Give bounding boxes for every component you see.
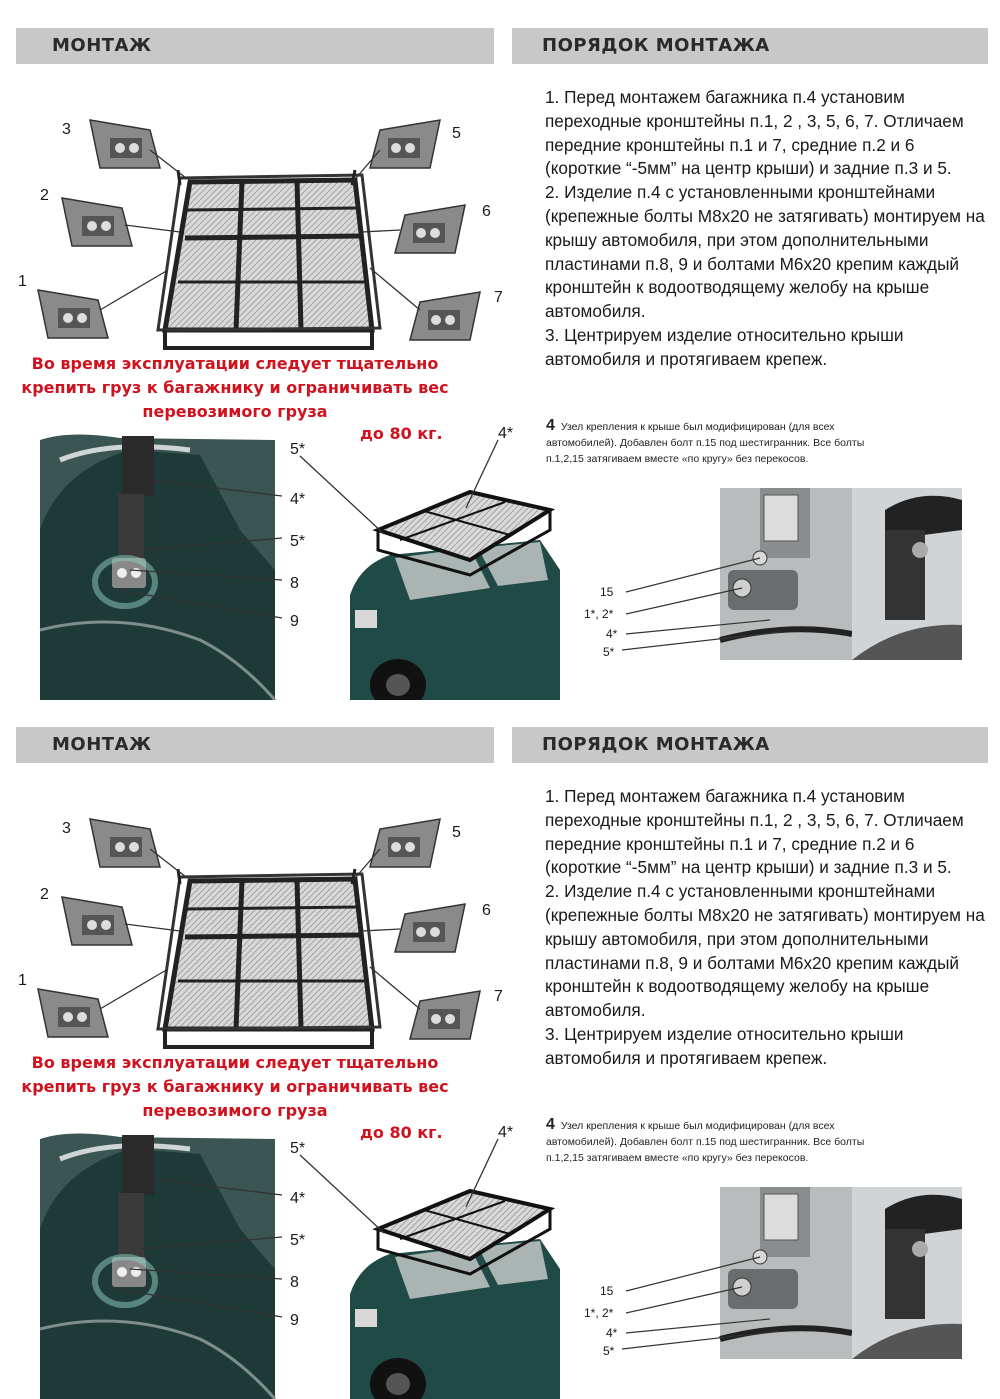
detail-leaders — [117, 1178, 283, 1318]
note-number: 4 — [546, 1116, 555, 1133]
car-label-0: 5* — [290, 441, 305, 458]
closeup-label-3: 5* — [603, 1344, 615, 1358]
detail-label-0: 4* — [290, 1190, 305, 1207]
bracket-label-2: 1 — [18, 972, 27, 989]
bracket-label-5: 7 — [494, 289, 503, 306]
mount-closeup-photo — [719, 1187, 853, 1359]
bracket-label-3: 5 — [452, 125, 461, 142]
bracket-leaders — [99, 149, 421, 311]
detail-label-3: 9 — [290, 613, 299, 630]
car-label-0: 5* — [290, 1140, 305, 1157]
mounting-steps: 1. Перед монтажем багажника п.4 установи… — [545, 86, 985, 372]
bracket-3 — [89, 119, 161, 169]
car-leaders — [299, 1138, 499, 1234]
mounting-steps: 1. Перед монтажем багажника п.4 установи… — [545, 785, 985, 1071]
header-mounting: МОНТАЖ — [16, 727, 494, 763]
instruction-panel-2: МОНТАЖ ПОРЯДОК МОНТАЖА — [0, 709, 1000, 1399]
car-leaders — [299, 439, 499, 535]
car-with-rack-photo — [350, 1188, 560, 1399]
closeup-leaders — [621, 557, 781, 651]
note-text: Узел крепления к крыше был модифицирован… — [546, 421, 865, 465]
bracket-label-4: 6 — [482, 902, 491, 919]
bracket-label-1: 2 — [40, 886, 49, 903]
mount-closeup-photo-2 — [852, 1187, 962, 1359]
header-mounting-order: ПОРЯДОК МОНТАЖА — [512, 727, 988, 763]
illustrations: 3 2 1 5 6 7 — [18, 119, 962, 700]
bracket-7 — [409, 291, 481, 341]
bracket-label-2: 1 — [18, 273, 27, 290]
bracket-detail-photo — [39, 1133, 277, 1399]
step-2: 2. Изделие п.4 с установленными кронштей… — [545, 881, 985, 1021]
car-label-1: 4* — [498, 1124, 513, 1141]
detail-label-2: 8 — [290, 575, 299, 592]
bracket-label-5: 7 — [494, 988, 503, 1005]
bracket-label-3: 5 — [452, 824, 461, 841]
note-text: Узел крепления к крыше был модифицирован… — [546, 1120, 865, 1164]
detail-label-3: 9 — [290, 1312, 299, 1329]
car-label-1: 4* — [498, 425, 513, 442]
closeup-label-1: 1*, 2* — [584, 607, 614, 621]
detail-label-1: 5* — [290, 1232, 305, 1249]
bracket-label-4: 6 — [482, 203, 491, 220]
bracket-5 — [369, 119, 441, 169]
instruction-panel-1: МОНТАЖ ПОРЯДОК МОНТАЖА — [0, 10, 1000, 700]
closeup-label-0: 15 — [600, 1284, 614, 1298]
bracket-3 — [89, 818, 161, 868]
max-weight: до 80 кг. — [360, 1123, 443, 1142]
closeup-label-2: 4* — [606, 1326, 618, 1340]
closeup-label-1: 1*, 2* — [584, 1306, 614, 1320]
car-with-rack-photo — [350, 489, 560, 700]
bracket-2 — [61, 896, 133, 946]
bracket-label-0: 3 — [62, 121, 71, 138]
detail-label-0: 4* — [290, 491, 305, 508]
closeup-label-2: 4* — [606, 627, 618, 641]
bracket-5 — [369, 818, 441, 868]
step-3: 3. Центрируем изделие относительно крыши… — [545, 324, 904, 369]
bracket-label-0: 3 — [62, 820, 71, 837]
roof-rack-diagram: 3 2 1 5 6 7 — [18, 119, 503, 350]
bracket-6 — [394, 903, 466, 953]
load-warning: Во время эксплуатации следует тщательно … — [21, 1053, 449, 1120]
max-weight: до 80 кг. — [360, 424, 443, 443]
mount-closeup-photo-2 — [852, 488, 962, 660]
closeup-label-0: 15 — [600, 585, 614, 599]
illustrations: 3 2 1 5 6 7 — [18, 818, 962, 1399]
load-warning: Во время эксплуатации следует тщательно … — [21, 354, 449, 421]
step-2: 2. Изделие п.4 с установленными кронштей… — [545, 182, 985, 322]
rack-frame — [156, 868, 382, 1049]
roof-rack-diagram: 3 2 1 5 6 7 — [18, 818, 503, 1049]
bracket-2 — [61, 197, 133, 247]
bracket-label-1: 2 — [40, 187, 49, 204]
header-mounting: МОНТАЖ — [16, 28, 494, 64]
closeup-label-3: 5* — [603, 645, 615, 659]
mount-closeup-photo — [719, 488, 853, 660]
detail-label-1: 5* — [290, 533, 305, 550]
step-3: 3. Центрируем изделие относительно крыши… — [545, 1023, 904, 1068]
detail-leaders — [117, 479, 283, 619]
closeup-leaders — [621, 1256, 781, 1350]
bracket-1 — [37, 988, 109, 1038]
detail-label-2: 8 — [290, 1274, 299, 1291]
bracket-6 — [394, 204, 466, 254]
bracket-1 — [37, 289, 109, 339]
bracket-detail-photo — [39, 434, 277, 700]
step-1: 1. Перед монтажем багажника п.4 установи… — [545, 786, 964, 878]
note-number: 4 — [546, 417, 555, 434]
bracket-7 — [409, 990, 481, 1040]
bracket-leaders — [99, 848, 421, 1010]
header-mounting-order: ПОРЯДОК МОНТАЖА — [512, 28, 988, 64]
step-1: 1. Перед монтажем багажника п.4 установи… — [545, 87, 964, 179]
rack-frame — [156, 169, 382, 350]
